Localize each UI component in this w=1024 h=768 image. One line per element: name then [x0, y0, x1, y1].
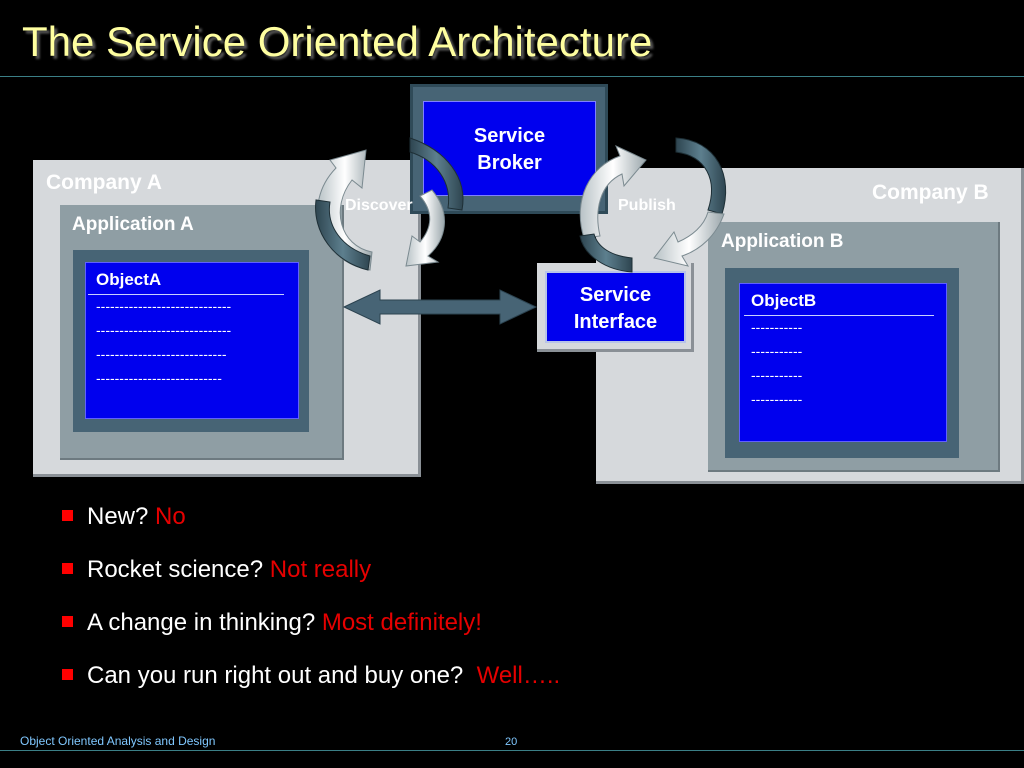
- page-number: 20: [505, 736, 518, 748]
- bullet-marker: [62, 563, 73, 575]
- bullet-item: Rocket science? Not really: [62, 556, 371, 592]
- service-interface-label: Service Interface: [545, 282, 686, 336]
- bullet-item: Can you run right out and buy one? Well……: [62, 662, 560, 698]
- object-a-label: ObjectA: [96, 270, 162, 289]
- bullet-marker: [62, 669, 73, 681]
- publish-label: Publish: [618, 197, 676, 214]
- service-interface-box: [545, 271, 686, 343]
- publish-arrow-dark: [579, 233, 633, 273]
- bullet-item: A change in thinking? Most definitely!: [62, 609, 482, 645]
- footer-course: Object Oriented Analysis and Design: [20, 734, 216, 748]
- bullet-question: Rocket science?: [87, 556, 270, 583]
- bullet-marker: [62, 616, 73, 628]
- bullet-marker: [62, 510, 73, 522]
- slide-title: The Service Oriented Architecture: [22, 18, 653, 65]
- bullet-question: A change in thinking?: [87, 609, 322, 636]
- bullet-answer: No: [155, 503, 186, 530]
- service-broker-label: Service Broker: [423, 123, 596, 177]
- service-broker-line1: Service: [473, 125, 546, 147]
- object-b-box: [739, 283, 947, 442]
- bullet-answer: Well…..: [476, 662, 561, 689]
- object-a-rule: [88, 294, 284, 295]
- object-a-line: ---------------------------: [96, 370, 222, 386]
- publish-arrow-up: [579, 145, 647, 239]
- title-divider: [0, 76, 1024, 77]
- company-a-label: Company A: [46, 171, 162, 194]
- bullet-item: New? No: [62, 503, 186, 539]
- discover-arrow-dark: [409, 137, 464, 211]
- object-b-line: -----------: [751, 367, 803, 383]
- bidirectional-arrow: [342, 289, 538, 325]
- service-interface-line1: Service: [579, 284, 652, 306]
- publish-arrow-down: [653, 211, 725, 267]
- object-a-line: -----------------------------: [96, 298, 232, 314]
- footer-divider: [0, 750, 1024, 751]
- company-b-label: Company B: [872, 181, 989, 204]
- discover-arrow-dark-lower: [315, 199, 371, 271]
- object-a-line: -----------------------------: [96, 322, 232, 338]
- object-a-line: ----------------------------: [96, 346, 227, 362]
- bullet-question: New?: [87, 503, 156, 530]
- bullet-answer: Not really: [269, 556, 372, 583]
- discover-label: Discover: [345, 197, 413, 214]
- object-a-box: [85, 262, 299, 419]
- publish-arrow-right-dark: [675, 137, 727, 215]
- service-broker-line2: Broker: [477, 152, 542, 174]
- object-b-line: -----------: [751, 319, 803, 335]
- object-b-label: ObjectB: [751, 291, 817, 310]
- application-a-label: Application A: [72, 214, 194, 235]
- bullet-question: Can you run right out and buy one?: [87, 662, 477, 689]
- discover-arrow-down: [405, 189, 445, 267]
- object-b-rule: [744, 315, 934, 316]
- bullet-answer: Most definitely!: [321, 609, 482, 636]
- service-interface-line2: Interface: [573, 311, 658, 333]
- object-b-line: -----------: [751, 391, 803, 407]
- object-b-line: -----------: [751, 343, 803, 359]
- application-b-label: Application B: [721, 231, 844, 252]
